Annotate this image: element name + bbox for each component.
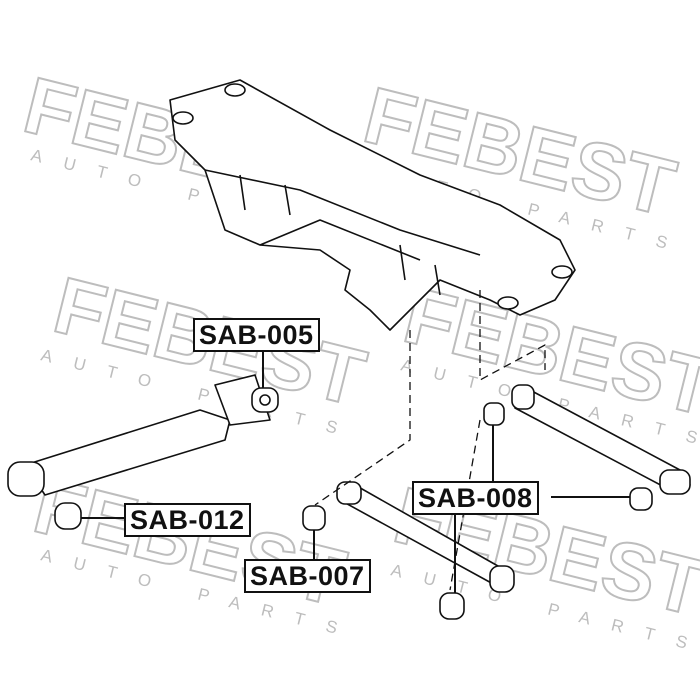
bracket: [214, 374, 271, 426]
bushing-sab-008-c: [439, 592, 465, 620]
mount-hole: [172, 111, 194, 125]
part-label-sab-008[interactable]: SAB-008: [412, 481, 539, 515]
trailing-arm: [24, 409, 231, 496]
bushing-sab-007: [302, 505, 326, 531]
bushing-sab-008-a: [483, 402, 505, 426]
part-label-sab-007[interactable]: SAB-007: [244, 559, 371, 593]
part-label-sab-005[interactable]: SAB-005: [193, 318, 320, 352]
bushing-sab-008-b: [629, 487, 653, 511]
mount-hole: [551, 265, 573, 279]
crossmember: [169, 79, 576, 331]
mount-hole: [224, 83, 246, 97]
arm-bushing-end: [7, 461, 45, 497]
bushing-sab-012: [54, 502, 82, 530]
mount-hole: [497, 296, 519, 310]
part-label-sab-012[interactable]: SAB-012: [124, 503, 251, 537]
